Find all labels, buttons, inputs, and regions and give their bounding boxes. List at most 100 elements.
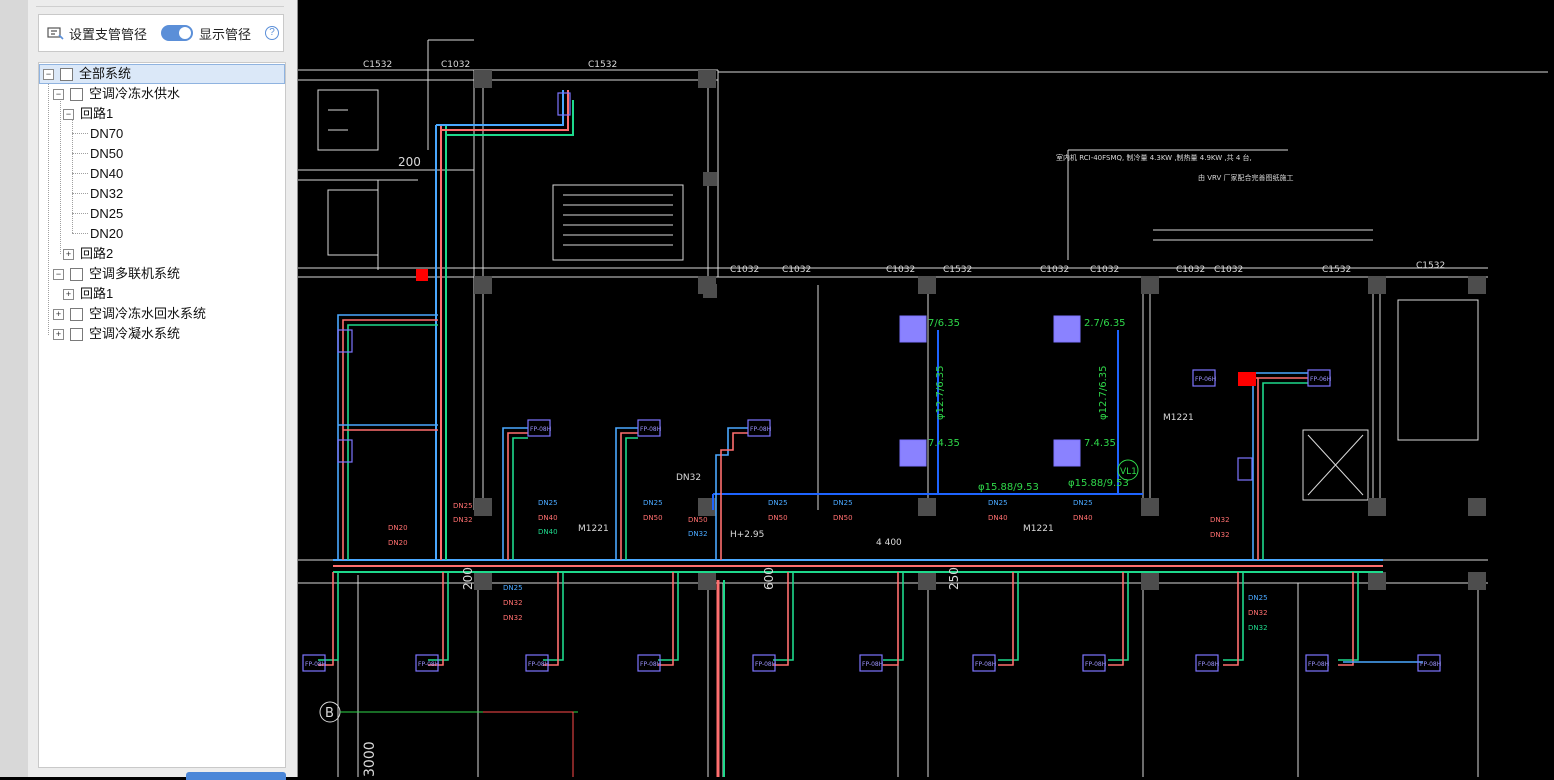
- svg-text:φ15.88/9.53: φ15.88/9.53: [978, 482, 1039, 493]
- svg-text:DN32: DN32: [453, 516, 473, 524]
- svg-text:DN20: DN20: [388, 524, 408, 532]
- svg-text:FP-08H: FP-08H: [755, 661, 776, 668]
- tree-label: DN20: [90, 226, 124, 241]
- collapse-icon[interactable]: −: [43, 68, 54, 80]
- svg-text:DN25: DN25: [503, 584, 523, 592]
- valve-icon: [416, 269, 428, 281]
- svg-text:DN25: DN25: [988, 499, 1008, 507]
- svg-text:DN40: DN40: [988, 514, 1008, 522]
- svg-text:M1221: M1221: [578, 524, 609, 534]
- checkbox-all-systems[interactable]: [60, 67, 73, 81]
- svg-text:DN50: DN50: [643, 514, 663, 522]
- svg-text:250: 250: [947, 567, 961, 590]
- svg-text:DN40: DN40: [1073, 514, 1093, 522]
- tree-label: 回路2: [80, 246, 114, 261]
- tree-item-dn70[interactable]: DN70: [90, 124, 123, 144]
- valve-icon: [1238, 372, 1256, 386]
- expand-icon[interactable]: +: [63, 248, 74, 260]
- expand-icon[interactable]: +: [53, 328, 64, 340]
- building-walls: [298, 39, 1548, 777]
- tree-label: DN25: [90, 206, 124, 221]
- expand-icon[interactable]: +: [53, 308, 64, 320]
- panel-divider: [36, 6, 284, 7]
- collapse-icon[interactable]: −: [53, 268, 64, 280]
- svg-text:FP-06H: FP-06H: [1310, 376, 1331, 383]
- expand-icon[interactable]: +: [63, 288, 74, 300]
- svg-text:C1032: C1032: [886, 265, 915, 275]
- svg-text:C1532: C1532: [363, 60, 392, 70]
- svg-text:FP-08H: FP-08H: [530, 426, 551, 433]
- svg-text:DN25: DN25: [643, 499, 663, 507]
- set-branch-diameter-button[interactable]: 设置支管管径: [69, 26, 148, 42]
- tree-item-dn50[interactable]: DN50: [90, 144, 123, 164]
- svg-text:3000: 3000: [362, 741, 378, 777]
- svg-text:DN25: DN25: [833, 499, 853, 507]
- show-diameter-label: 显示管径: [199, 26, 252, 42]
- svg-text:DN40: DN40: [538, 528, 558, 536]
- svg-text:FP-06H: FP-06H: [1195, 376, 1216, 383]
- svg-text:室内机 RCI-40FSMQ, 制冷量 4.3K: 室内机 RCI-40FSMQ, 制冷量 4.3KW ,制热量 4.9KW ,共 …: [1056, 153, 1252, 162]
- svg-text:φ15.88/9.53: φ15.88/9.53: [1068, 478, 1129, 489]
- tree-label: 空调冷冻水回水系统: [89, 306, 207, 321]
- red-outline: [483, 711, 574, 777]
- svg-text:DN32: DN32: [676, 473, 701, 483]
- svg-text:C1032: C1032: [1090, 265, 1119, 275]
- svg-text:DN50: DN50: [688, 516, 708, 524]
- svg-text:7.4.35: 7.4.35: [928, 438, 960, 449]
- help-icon[interactable]: ?: [265, 26, 280, 40]
- svg-text:FP-08H: FP-08H: [1198, 661, 1219, 668]
- vl1-label: VL1: [1120, 467, 1137, 477]
- checkbox-chw-supply[interactable]: [70, 87, 83, 101]
- structural-columns: [474, 70, 1486, 590]
- svg-text:H+2.95: H+2.95: [730, 530, 764, 540]
- system-tree: − 全部系统 − 空调冷冻水供水 − 回路1 DN70 DN50 DN40 DN…: [38, 62, 286, 768]
- svg-text:FP-08H: FP-08H: [528, 661, 549, 668]
- panel-edge: [0, 0, 28, 777]
- pipe-diameter-icon[interactable]: [47, 25, 65, 41]
- show-diameter-toggle[interactable]: [161, 25, 194, 41]
- svg-text:4 400: 4 400: [876, 538, 902, 548]
- collapse-icon[interactable]: −: [63, 108, 74, 120]
- svg-text:C1032: C1032: [782, 265, 811, 275]
- svg-text:FP-08H: FP-08H: [1420, 661, 1441, 668]
- svg-text:DN32: DN32: [688, 530, 708, 538]
- pipe-options-bar: 设置支管管径 显示管径 ?: [38, 14, 284, 52]
- svg-text:DN20: DN20: [388, 539, 408, 547]
- tree-label: 全部系统: [79, 66, 132, 81]
- svg-text:DN40: DN40: [538, 514, 558, 522]
- tree-item-dn40[interactable]: DN40: [90, 164, 123, 184]
- tree-item-dn20[interactable]: DN20: [90, 224, 123, 244]
- tree-label: 回路1: [80, 286, 114, 301]
- svg-text:DN25: DN25: [768, 499, 788, 507]
- tree-item-chw-return[interactable]: + 空调冷冻水回水系统: [53, 304, 206, 324]
- tree-item-vrf-system[interactable]: − 空调多联机系统: [53, 264, 180, 284]
- tree-item-dn25[interactable]: DN25: [90, 204, 123, 224]
- svg-text:DN32: DN32: [1210, 531, 1230, 539]
- checkbox-condensate[interactable]: [70, 327, 83, 341]
- svg-text:200: 200: [461, 567, 475, 590]
- cad-labels: C1532 C1032 C1532 C1032 C1032 C1032 C153…: [363, 60, 1445, 548]
- checkbox-chw-return[interactable]: [70, 307, 83, 321]
- vl1-marker: [1117, 459, 1139, 481]
- svg-text:M1221: M1221: [1163, 413, 1194, 423]
- bottom-action-button[interactable]: [186, 772, 286, 780]
- svg-text:C1032: C1032: [441, 60, 470, 70]
- checkbox-vrf-system[interactable]: [70, 267, 83, 281]
- tree-item-dn32[interactable]: DN32: [90, 184, 123, 204]
- tree-item-condensate[interactable]: + 空调冷凝水系统: [53, 324, 180, 344]
- svg-text:φ12.7/6.35: φ12.7/6.35: [935, 366, 946, 421]
- tree-item-all-systems[interactable]: − 全部系统: [39, 64, 285, 84]
- tree-item-chw-supply[interactable]: − 空调冷冻水供水: [53, 84, 180, 104]
- tree-item-loop1[interactable]: − 回路1: [63, 104, 113, 124]
- tree-item-loop2[interactable]: + 回路2: [63, 244, 113, 264]
- cad-drawing-canvas[interactable]: C1532 C1032 C1532 C1032 C1032 C1032 C153…: [298, 0, 1554, 777]
- svg-text:DN25: DN25: [453, 502, 473, 510]
- left-panel: 设置支管管径 显示管径 ? − 全部系统 − 空调冷冻水供水 − 回路1 DN7…: [0, 0, 298, 780]
- tree-item-vrf-loop1[interactable]: + 回路1: [63, 284, 113, 304]
- svg-text:DN25: DN25: [1073, 499, 1093, 507]
- collapse-icon[interactable]: −: [53, 88, 64, 100]
- svg-text:FP-08H: FP-08H: [418, 661, 439, 668]
- svg-text:FP-08H: FP-08H: [862, 661, 883, 668]
- dn-labels: DN25 DN32 DN25 DN40 DN40 DN25 DN50 DN50 …: [388, 473, 1268, 632]
- svg-text:7/6.35: 7/6.35: [928, 318, 960, 329]
